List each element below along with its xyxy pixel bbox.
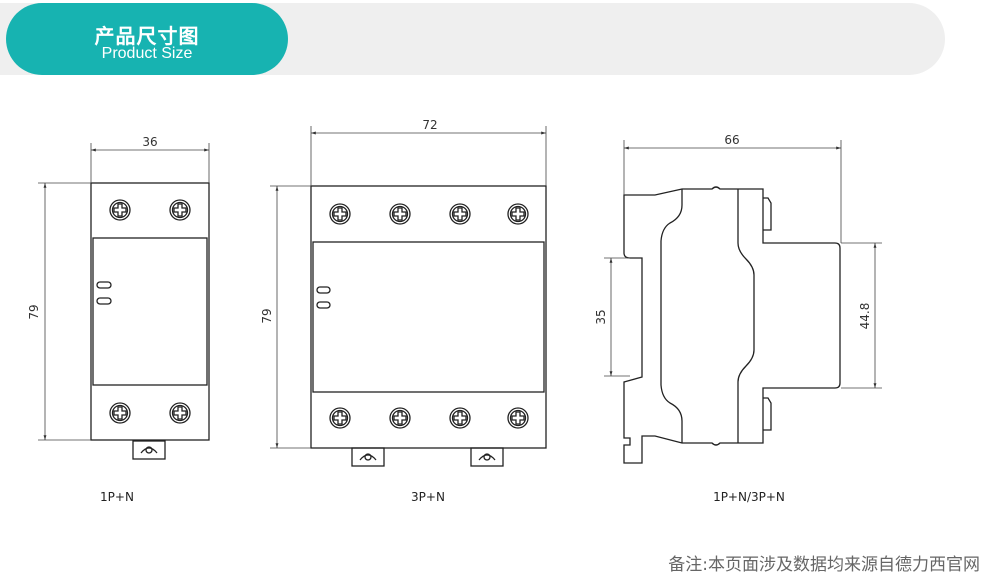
drawing-label: 1P+N/3P+N bbox=[713, 490, 785, 504]
width-dimension: 72 bbox=[422, 118, 437, 132]
section-title-cn: 产品尺寸图 bbox=[94, 24, 200, 48]
front-height-dimension: 44.8 bbox=[858, 303, 872, 330]
drawing-label: 3P+N bbox=[411, 490, 445, 504]
rail-dimension: 35 bbox=[594, 309, 608, 324]
height-dimension: 79 bbox=[27, 304, 41, 319]
drawing-label: 1P+N bbox=[100, 490, 134, 504]
section-title-badge: 产品尺寸图 Product Size bbox=[6, 3, 288, 75]
footer-note: 备注:本页面涉及数据均来源自德力西官网 bbox=[668, 555, 980, 575]
width-dimension: 36 bbox=[142, 135, 157, 149]
depth-dimension: 66 bbox=[724, 133, 739, 147]
drawing-side-view: 66 35 44.8 1P+N/3P+N bbox=[594, 133, 882, 504]
drawing-3p-n-front: 72 79 3P+N bbox=[260, 118, 547, 504]
drawing-1p-n-front: 36 79 1P+N bbox=[27, 135, 210, 504]
height-dimension: 79 bbox=[260, 308, 274, 323]
section-title-en: Product Size bbox=[101, 45, 193, 62]
